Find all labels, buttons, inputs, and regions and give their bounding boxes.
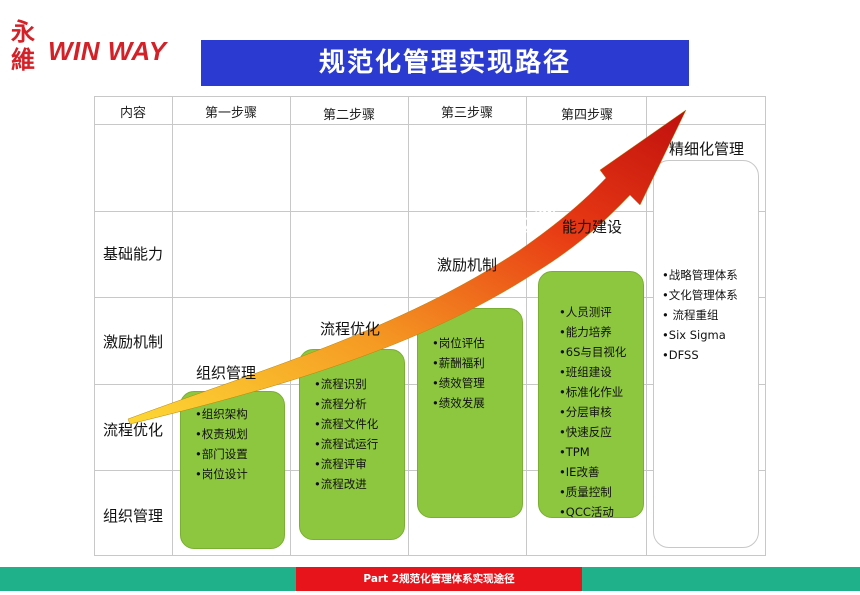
list-item: •组织架构: [195, 407, 248, 421]
column-header-step-3: 第三步骤: [440, 106, 493, 121]
list-item: •能力培养: [559, 325, 612, 339]
stage-label-organization: 组织管理: [196, 364, 257, 382]
list-item: •质量控制: [559, 485, 612, 499]
list-item: •流程分析: [314, 397, 367, 411]
list-item: •流程识别: [314, 377, 367, 391]
stage-label-process: 流程优化: [320, 320, 381, 338]
column-header-content: 内容: [119, 106, 146, 121]
list-item: •快速反应: [559, 425, 612, 439]
row-label-organization: 组织管理: [102, 507, 163, 525]
stage-box-process: •流程识别 •流程分析 •流程文件化 •流程试运行 •流程评审 •流程改进: [299, 349, 405, 540]
list-item: •人员测评: [559, 305, 612, 319]
stage-label-incentive: 激励机制: [437, 256, 498, 274]
list-item: •文化管理体系: [662, 288, 738, 302]
list-item: •QCC活动: [559, 505, 614, 519]
list-item: •薪酬福利: [432, 356, 485, 370]
column-header-step-4: 第四步骤: [560, 108, 613, 123]
list-item: •绩效发展: [432, 396, 485, 410]
logo: 永維 WIN WAY: [0, 18, 170, 80]
list-item: •权责规划: [195, 427, 248, 441]
footer-caption: Part 2规范化管理体系实现途径: [296, 567, 582, 591]
page-title: 规范化管理实现路径: [201, 40, 689, 86]
stage-box-incentive: •岗位评估 •薪酬福利 •绩效管理 •绩效发展: [417, 308, 523, 518]
list-item: •6S与目视化: [559, 345, 627, 359]
stage-box-organization: •组织架构 •权责规划 •部门设置 •岗位设计: [180, 391, 285, 549]
list-item: •DFSS: [662, 348, 699, 362]
stage-box-refined-management: •战略管理体系 •文化管理体系 • 流程重组 •Six Sigma •DFSS: [653, 160, 759, 548]
list-item: •分层审核: [559, 405, 612, 419]
list-item: •班组建设: [559, 365, 612, 379]
list-item: •IE改善: [559, 465, 600, 479]
stage-box-ability: •人员测评 •能力培养 •6S与目视化 •班组建设 •标准化作业 •分层审核 •…: [538, 271, 644, 519]
list-item: •Six Sigma: [662, 328, 726, 342]
row-label-incentive: 激励机制: [102, 333, 163, 351]
list-item: •绩效管理: [432, 376, 485, 390]
list-item: •部门设置: [195, 447, 248, 461]
list-item: •流程改进: [314, 477, 367, 491]
logo-mark: 永維: [11, 17, 35, 74]
list-item: •TPM: [559, 445, 590, 459]
list-item: • 流程重组: [662, 308, 719, 322]
column-header-step-2: 第二步骤: [322, 108, 375, 123]
stage-label-ability: 能力建设: [562, 218, 623, 236]
row-label-basic-ability: 基础能力: [102, 245, 163, 263]
row-label-process: 流程优化: [102, 421, 163, 439]
list-item: •岗位设计: [195, 467, 248, 481]
logo-text: WIN WAY: [48, 36, 167, 66]
list-item: •流程试运行: [314, 437, 379, 451]
stage-label-refined-management: 精细化管理: [669, 140, 745, 158]
list-item: •流程文件化: [314, 417, 379, 431]
list-item: •流程评审: [314, 457, 367, 471]
list-item: •岗位评估: [432, 336, 485, 350]
list-item: •标准化作业: [559, 385, 624, 399]
column-header-step-1: 第一步骤: [204, 106, 257, 121]
list-item: •战略管理体系: [662, 268, 738, 282]
